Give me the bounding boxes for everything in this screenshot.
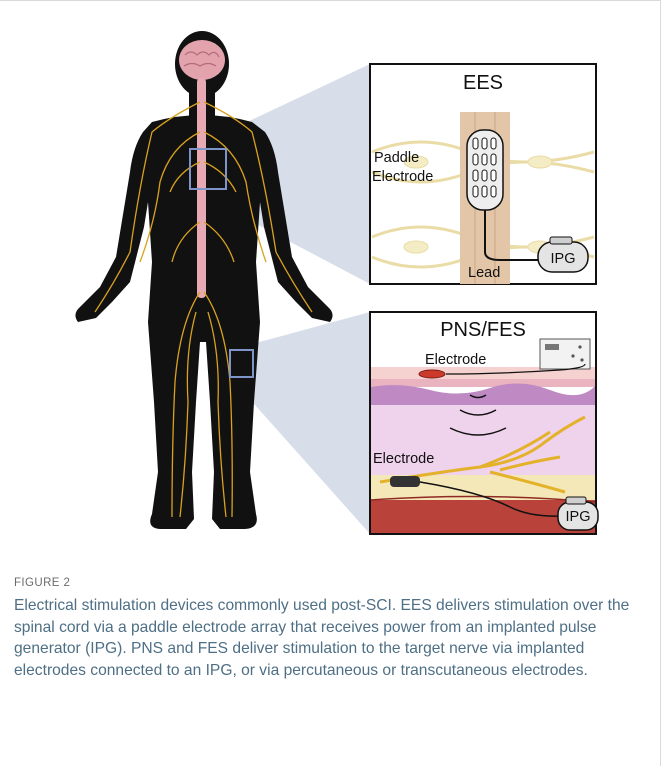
ipg-label-ees: IPG bbox=[551, 251, 576, 267]
brain bbox=[179, 40, 225, 80]
paddle-label-2: Electrode bbox=[372, 169, 433, 185]
paddle-label: Paddle bbox=[374, 150, 419, 166]
ees-panel: EES Paddle Electrode Lead IPG bbox=[370, 64, 596, 284]
surface-electrode-label: Electrode bbox=[425, 352, 486, 368]
implanted-electrode bbox=[390, 476, 420, 487]
stimulator-device bbox=[540, 339, 590, 369]
ees-title: EES bbox=[463, 72, 503, 94]
pns-title: PNS/FES bbox=[440, 319, 526, 341]
pns-panel: PNS/FES Electrode Electrode IPG bbox=[370, 312, 598, 534]
lead-label: Lead bbox=[468, 265, 500, 281]
figure-illustration: EES Paddle Electrode Lead IPG bbox=[60, 22, 615, 557]
surface-electrode bbox=[419, 370, 445, 378]
ipg-label-pns: IPG bbox=[566, 509, 591, 525]
figure-caption: Electrical stimulation devices commonly … bbox=[14, 595, 644, 681]
implanted-electrode-label: Electrode bbox=[373, 451, 434, 467]
figure-label: FIGURE 2 bbox=[14, 577, 70, 589]
